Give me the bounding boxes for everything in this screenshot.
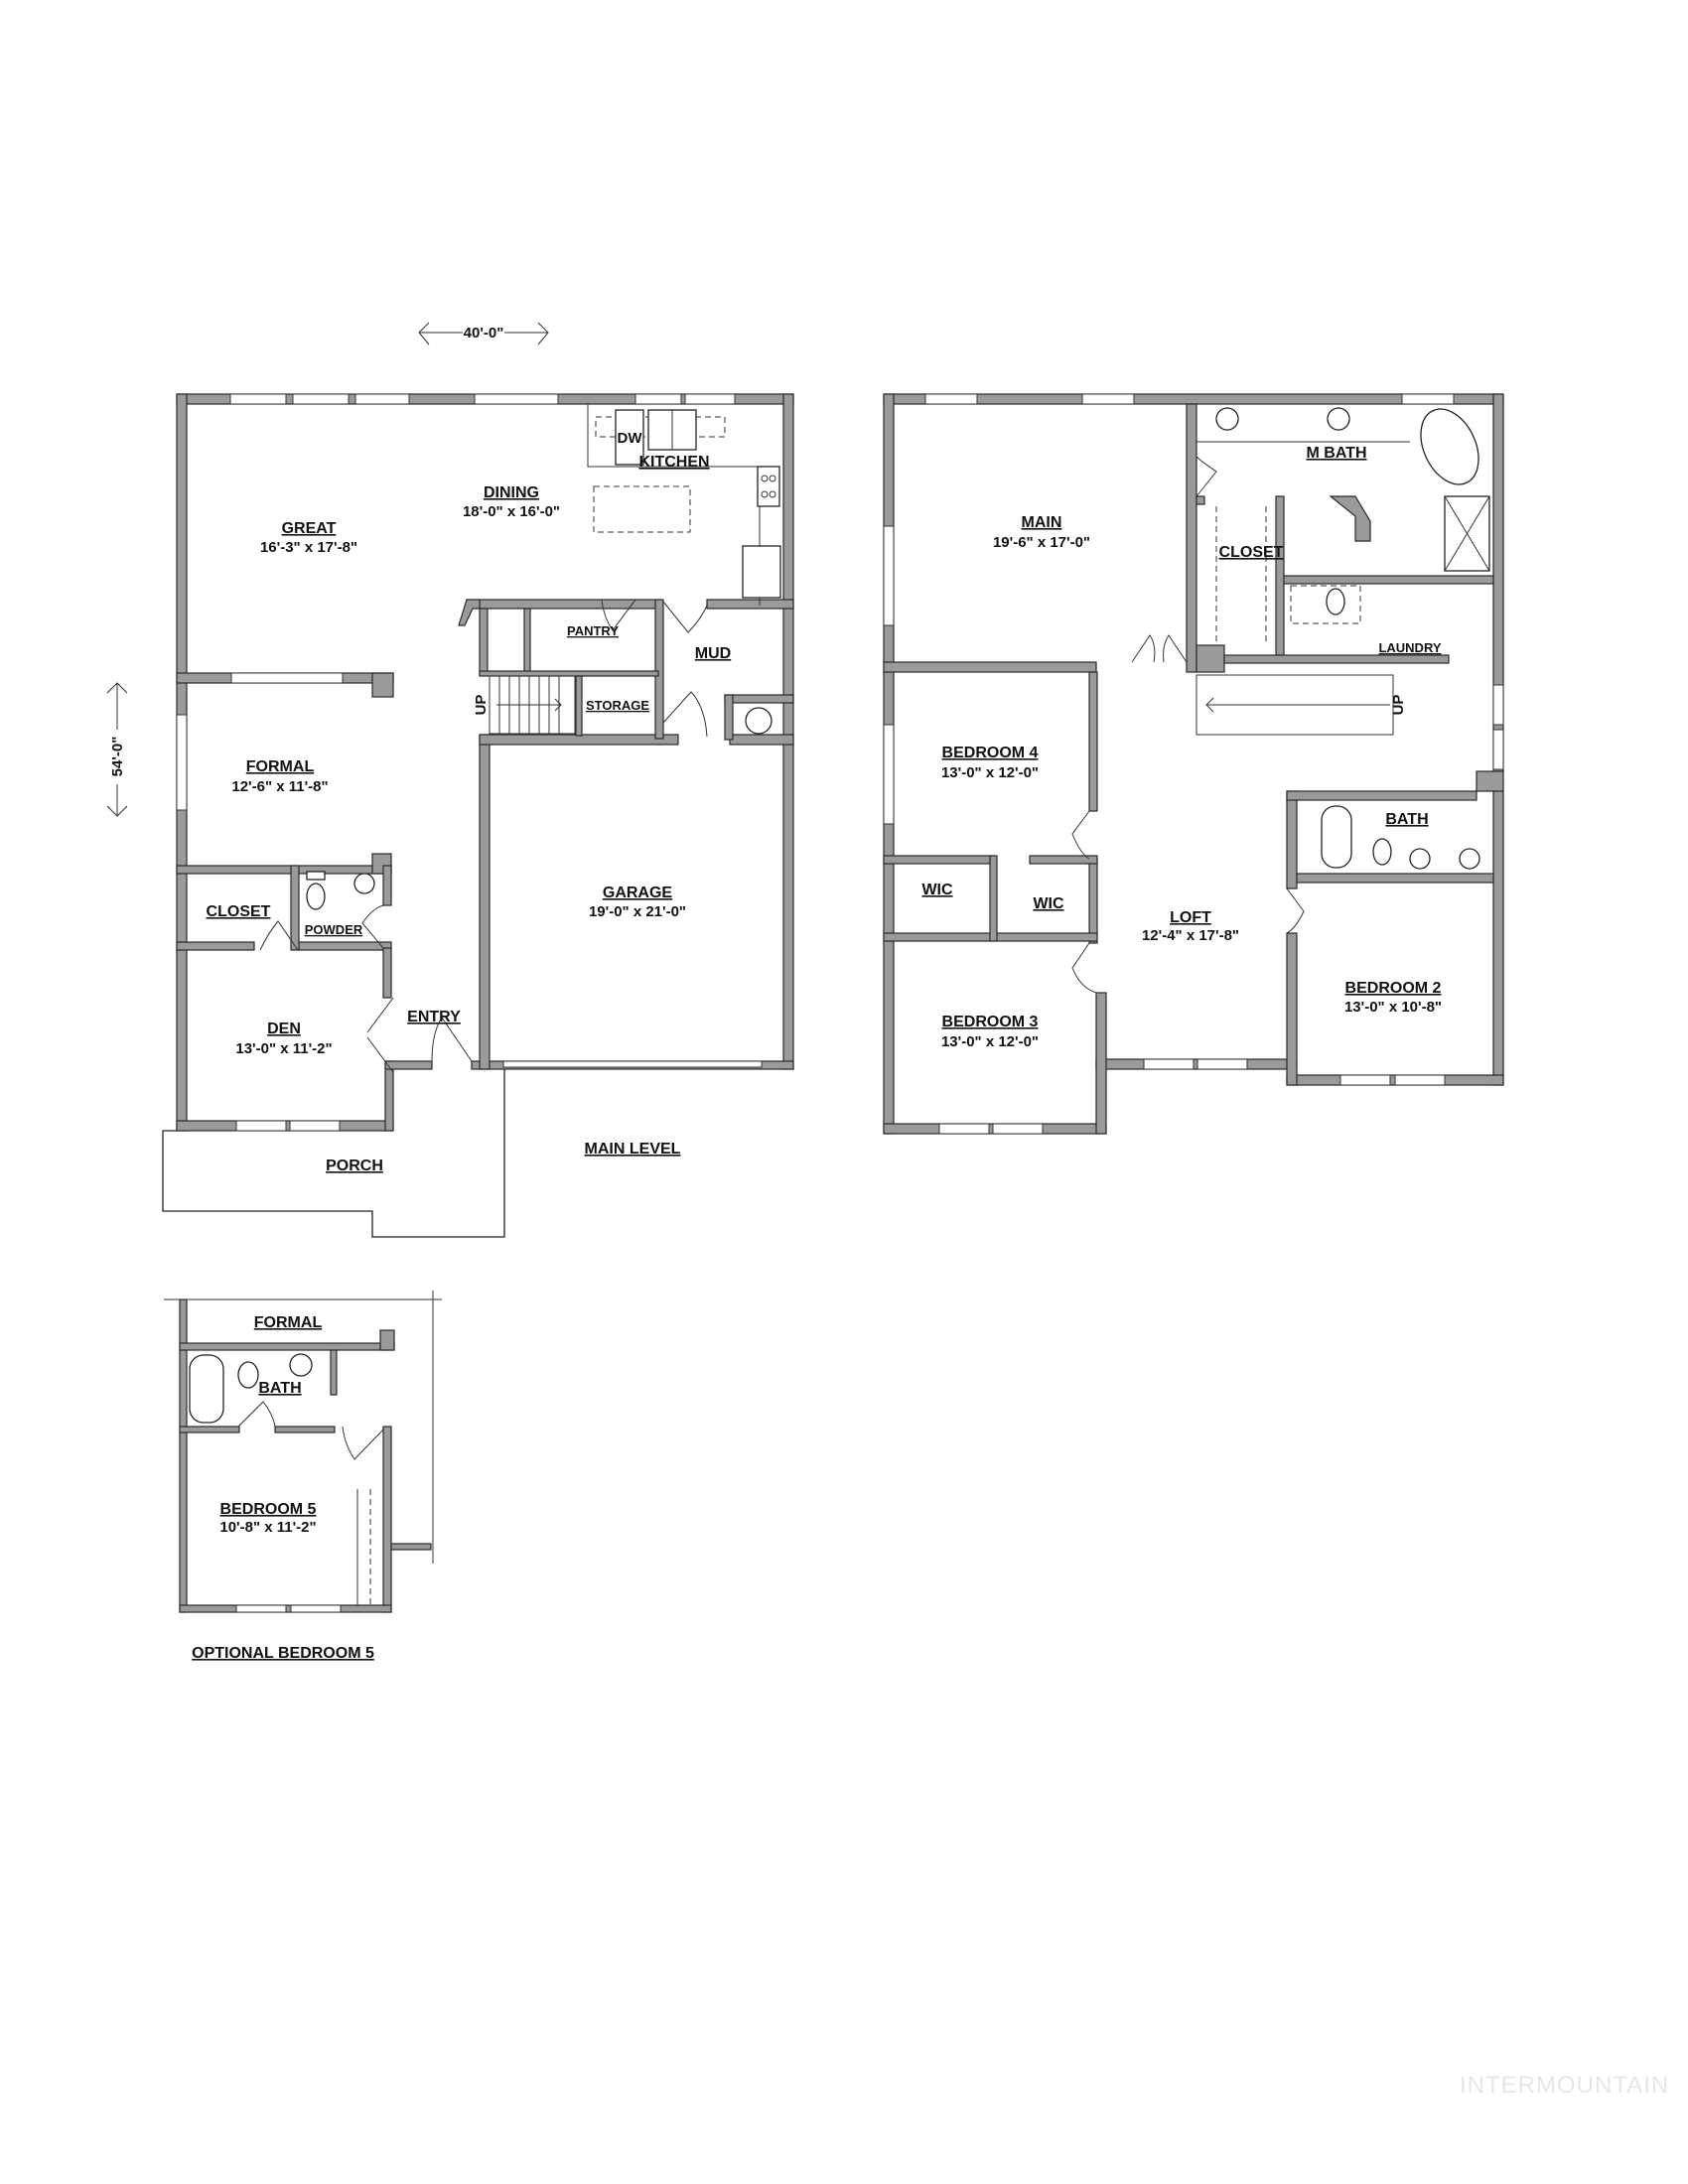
opt-formal-label: FORMAL — [254, 1314, 323, 1331]
garage-label: GARAGE — [603, 885, 673, 901]
bedroom3-label: BEDROOM 3 — [942, 1014, 1039, 1030]
entry-label: ENTRY — [407, 1009, 461, 1025]
storage-label: STORAGE — [586, 698, 649, 713]
toilet-icon — [1372, 838, 1392, 866]
bedroom4-label: BEDROOM 4 — [942, 745, 1039, 761]
upper-level-plan: UP MAIN 19'-6" x 17'-0" M BATH CLOSET LA… — [883, 393, 1504, 1135]
main-bedroom-label: MAIN — [1022, 514, 1062, 531]
bedroom5-door[interactable] — [342, 1426, 384, 1460]
main-bedroom-size: 19'-6" x 17'-0" — [993, 534, 1090, 551]
bathtub-icon — [189, 1354, 224, 1424]
den-double-door[interactable] — [366, 997, 394, 1073]
refrigerator-icon — [742, 545, 781, 599]
dishwasher-label: DW — [618, 430, 643, 447]
dining-label: DINING — [484, 484, 539, 501]
kitchen-island — [593, 485, 691, 533]
mud-label: MUD — [695, 645, 731, 662]
closet-label: CLOSET — [207, 903, 271, 920]
loft-size: 12'-4" x 17'-8" — [1142, 927, 1239, 944]
bedroom5-label: BEDROOM 5 — [220, 1501, 317, 1518]
toilet-icon — [306, 883, 326, 910]
bedroom2-label: BEDROOM 2 — [1345, 980, 1442, 997]
sliding-door — [474, 393, 559, 405]
optional-bedroom-title: OPTIONAL BEDROOM 5 — [192, 1645, 374, 1662]
great-room-label: GREAT — [282, 520, 337, 537]
bedroom4-door[interactable] — [1071, 810, 1090, 860]
main-level-title: MAIN LEVEL — [585, 1141, 681, 1158]
porch-outline — [162, 1069, 505, 1238]
pantry-door[interactable] — [601, 599, 636, 631]
optional-bedroom-plan: FORMAL BATH BEDROOM 5 10'-8" x 11'-2" OP… — [164, 1291, 442, 1662]
powder-door[interactable] — [361, 904, 384, 949]
toilet-icon — [237, 1361, 259, 1389]
sink-icon — [1459, 848, 1480, 870]
great-room-size: 16'-3" x 17'-8" — [260, 539, 357, 556]
main-stairs: UP — [473, 675, 576, 735]
sink-icon — [1409, 848, 1431, 870]
den-label: DEN — [267, 1021, 301, 1037]
bedroom2-size: 13'-0" x 10'-8" — [1344, 999, 1442, 1016]
stairs-up-label: UP — [473, 695, 490, 716]
bath-door[interactable] — [237, 1401, 276, 1428]
formal-size: 12'-6" x 11'-8" — [231, 778, 328, 795]
upper-stairs: UP — [1196, 674, 1407, 736]
range-icon — [757, 466, 780, 507]
bathtub-icon — [1420, 408, 1479, 485]
depth-dimension: 54'-0" — [106, 682, 128, 817]
mud-door[interactable] — [662, 601, 708, 633]
dining-size: 18'-0" x 16'-0" — [463, 503, 560, 520]
bath-label: BATH — [1385, 811, 1428, 828]
wic-label: WIC — [921, 882, 953, 898]
sink-icon — [289, 1353, 313, 1377]
laundry-label: LAUNDRY — [1378, 640, 1441, 655]
water-heater-icon — [745, 707, 773, 735]
kitchen-cabinets: DW — [587, 404, 781, 606]
loft-label: LOFT — [1170, 909, 1211, 926]
half-wall-opening — [230, 672, 344, 684]
pantry-label: PANTRY — [567, 623, 619, 638]
closet-door[interactable] — [259, 920, 299, 951]
sink-icon — [1327, 407, 1350, 431]
main-level-plan: UP DW GREAT 16'-3" x — [162, 393, 794, 1238]
bedroom4-size: 13'-0" x 12'-0" — [941, 764, 1039, 781]
upper-stairs-up-label: UP — [1390, 695, 1407, 716]
den-size: 13'-0" x 11'-2" — [235, 1040, 332, 1057]
wic-label: WIC — [1033, 895, 1064, 912]
porch-label: PORCH — [326, 1158, 383, 1174]
width-dimension-label: 40'-0" — [464, 325, 504, 341]
sink-icon — [353, 873, 375, 894]
washer-dryer — [1290, 585, 1361, 624]
master-closet-label: CLOSET — [1219, 544, 1284, 561]
master-bath-label: M BATH — [1306, 445, 1366, 462]
garage-size: 19'-0" x 21'-0" — [589, 903, 686, 920]
entry-door[interactable] — [431, 1017, 473, 1062]
main-bedroom-double-door[interactable] — [1131, 634, 1188, 663]
dishwasher — [615, 409, 644, 466]
bedroom3-size: 13'-0" x 12'-0" — [941, 1033, 1039, 1050]
depth-dimension-label: 54'-0" — [109, 737, 126, 777]
toilet-icon — [1326, 588, 1345, 615]
garage-entry-door[interactable] — [662, 691, 708, 738]
master-bath-door[interactable] — [1196, 456, 1217, 497]
opt-bath-label: BATH — [258, 1380, 301, 1397]
powder-label: POWDER — [305, 922, 363, 937]
kitchen-label: KITCHEN — [638, 454, 709, 471]
sink-icon — [1215, 407, 1239, 431]
bedroom5-size: 10'-8" x 11'-2" — [219, 1519, 316, 1536]
watermark: INTERMOUNTAIN — [1460, 2072, 1669, 2099]
width-dimension: 40'-0" — [418, 322, 549, 345]
formal-label: FORMAL — [246, 758, 315, 775]
bathtub-icon — [1321, 805, 1352, 869]
bedroom2-door[interactable] — [1286, 887, 1305, 934]
bedroom3-door[interactable] — [1071, 942, 1097, 994]
garage-door — [502, 1060, 763, 1068]
